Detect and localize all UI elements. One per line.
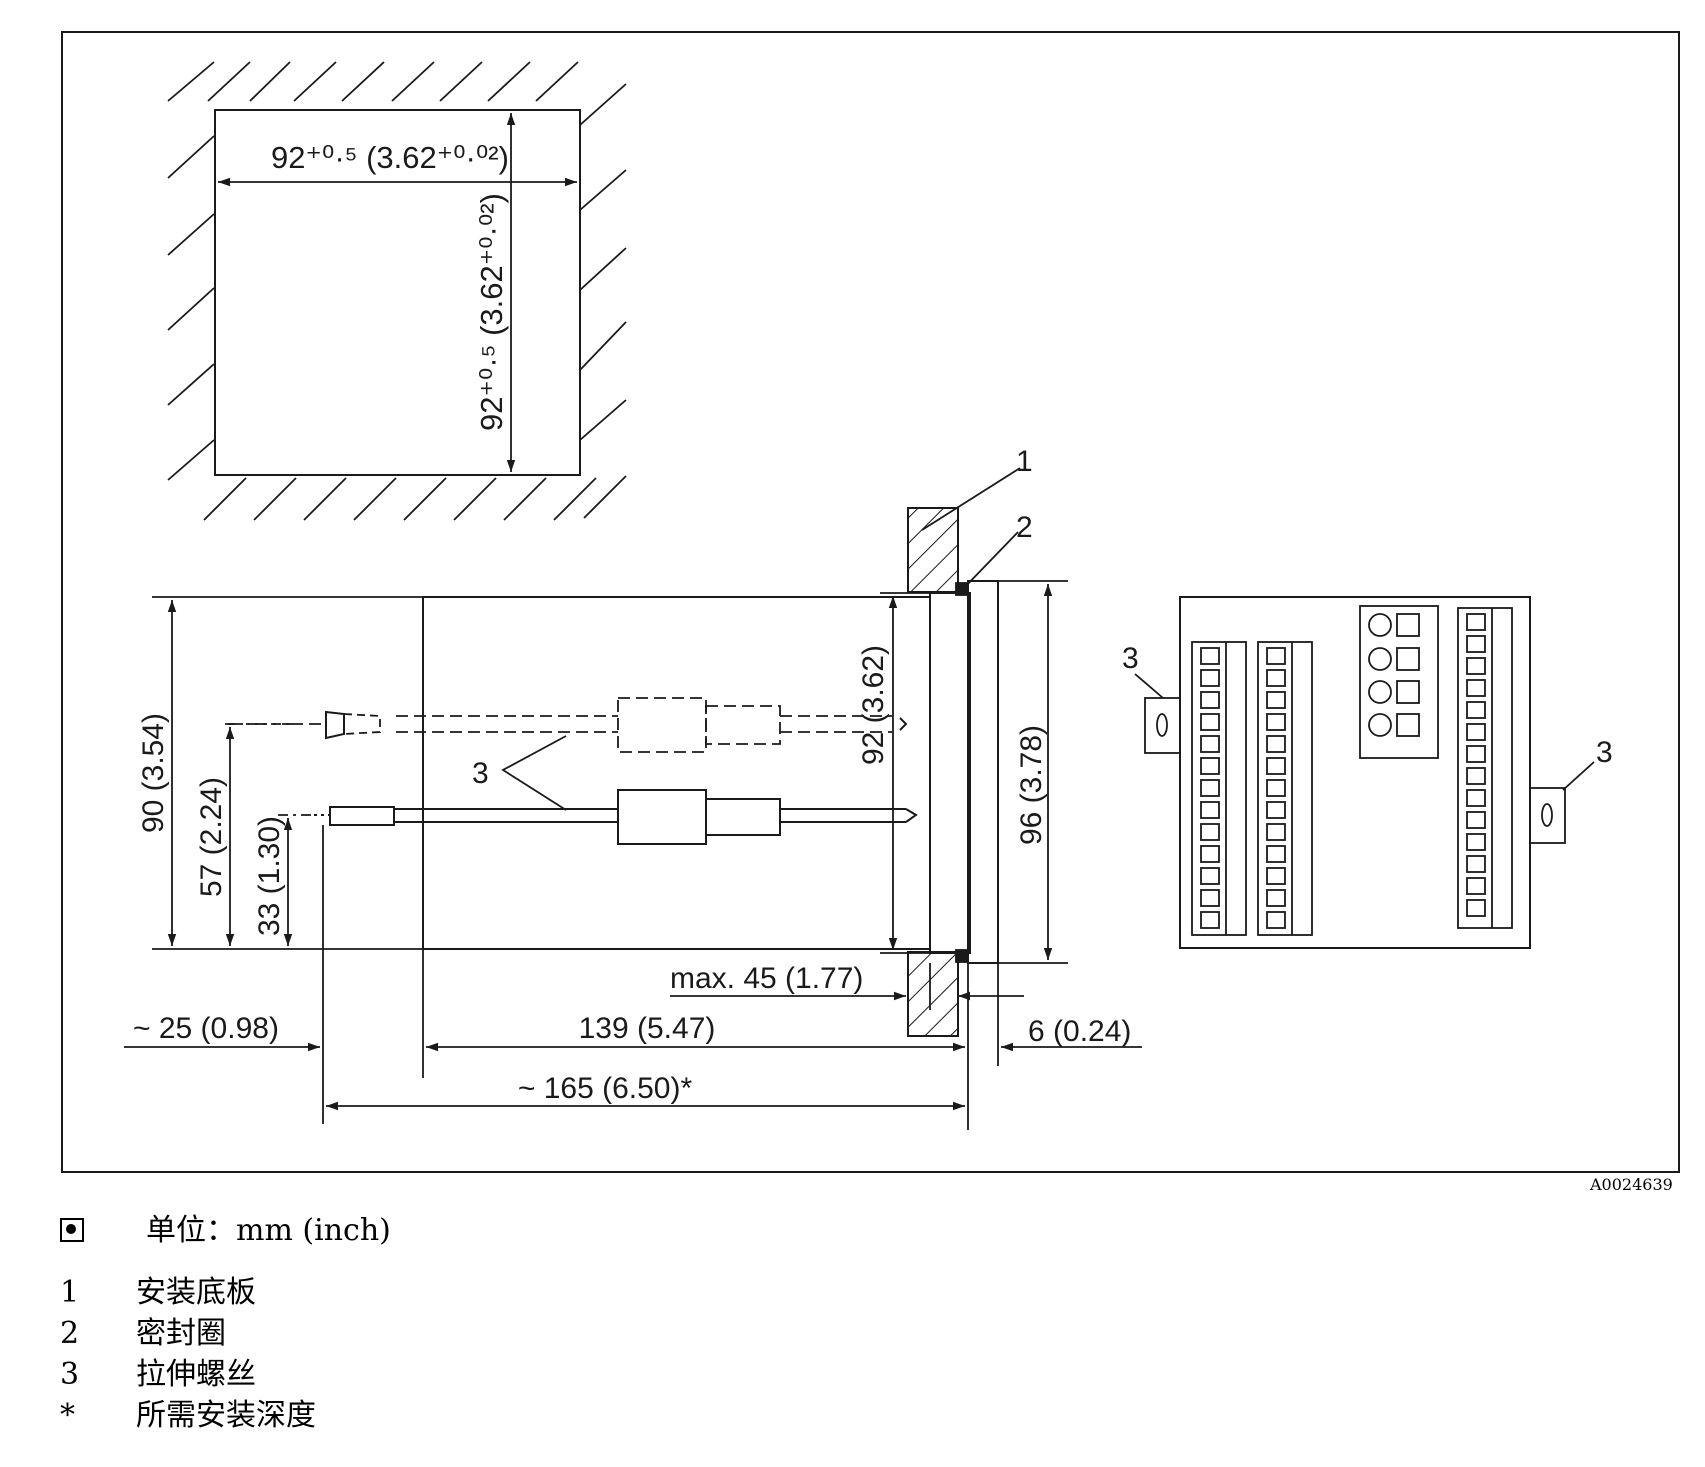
dim-max45-label: max. 45 (1.77)	[670, 962, 863, 995]
callout-3-leader-left	[1134, 673, 1164, 699]
dim-33-label: 33 (1.30)	[253, 816, 286, 936]
callout-3-leader	[501, 735, 567, 811]
figure-caption: 单位：mm (inch)	[60, 1205, 391, 1249]
tension-screw-right	[1529, 787, 1566, 844]
dim-6-label: 6 (0.24)	[1028, 1015, 1131, 1048]
dim-25-label: ~ 25 (0.98)	[133, 1012, 279, 1045]
terminal-block-1	[1191, 641, 1247, 936]
legend-text: 拉伸螺丝	[136, 1357, 256, 1392]
rear-view	[1134, 596, 1595, 949]
legend-item: 3 拉伸螺丝	[60, 1354, 316, 1395]
connector-block	[1359, 605, 1439, 759]
tension-screw-dashed	[228, 697, 892, 753]
legend-item: 1 安装底板	[60, 1272, 316, 1313]
callout-2-leader	[961, 531, 1019, 591]
terminal-block-3	[1457, 607, 1513, 929]
dim-96-label: 96 (3.78)	[1015, 725, 1048, 845]
cutout-height-label: 92⁺⁰·⁵ (3.62⁺⁰·⁰²)	[474, 193, 509, 431]
panel-cutout-view	[167, 61, 627, 521]
front-bezel	[967, 580, 999, 964]
dim-92-label: 92 (3.62)	[857, 645, 890, 765]
callout-3-leader-right	[1562, 761, 1595, 791]
rear-housing	[1179, 596, 1531, 949]
units-caption: 单位：mm (inch)	[146, 1213, 391, 1248]
mounting-plate-upper	[907, 507, 959, 593]
terminal-block-2	[1257, 641, 1313, 936]
callout-3-number-side: 3	[472, 757, 489, 790]
seal-lower	[955, 949, 969, 963]
housing-front-collar	[929, 592, 971, 954]
dimension-drawing: 92⁺⁰·⁵ (3.62⁺⁰·⁰²) 92⁺⁰·⁵ (3.62⁺⁰·⁰²)	[61, 31, 1680, 1173]
mounting-plate-lower	[907, 951, 959, 1037]
legend-text: 安装底板	[136, 1275, 256, 1310]
legend-text: 所需安装深度	[136, 1398, 316, 1433]
legend-key: 3	[60, 1357, 80, 1392]
legend-key: 2	[60, 1316, 80, 1351]
callout-2-number: 2	[1016, 511, 1033, 544]
figure-icon	[60, 1218, 84, 1242]
cutout-width-label: 92⁺⁰·⁵ (3.62⁺⁰·⁰²)	[271, 140, 509, 175]
dim-139-label: 139 (5.47)	[579, 1012, 716, 1045]
side-view	[124, 467, 1142, 1130]
dim-165-label: ~ 165 (6.50)*	[518, 1072, 693, 1105]
tension-screw-left	[1144, 697, 1181, 754]
legend: 1 安装底板 2 密封圈 3 拉伸螺丝 * 所需安装深度	[60, 1272, 316, 1436]
callout-1-leader	[921, 467, 1021, 531]
legend-key: 1	[60, 1275, 80, 1310]
legend-key: *	[60, 1398, 75, 1433]
figure-id: A0024639	[1590, 1175, 1673, 1194]
callout-1-number: 1	[1016, 445, 1033, 478]
legend-item: * 所需安装深度	[60, 1395, 316, 1436]
callout-3-number-rear-left: 3	[1122, 642, 1139, 675]
tension-screw-solid	[314, 789, 918, 845]
wall-hatching	[167, 61, 627, 521]
legend-text: 密封圈	[136, 1316, 226, 1351]
dim-90-label: 90 (3.54)	[137, 713, 170, 833]
housing-body	[422, 596, 931, 950]
cutout-outline	[214, 109, 581, 476]
callout-3-number-rear-right: 3	[1596, 736, 1613, 769]
figure-frame	[61, 31, 1680, 1173]
dim-57-label: 57 (2.24)	[195, 777, 228, 897]
legend-item: 2 密封圈	[60, 1313, 316, 1354]
